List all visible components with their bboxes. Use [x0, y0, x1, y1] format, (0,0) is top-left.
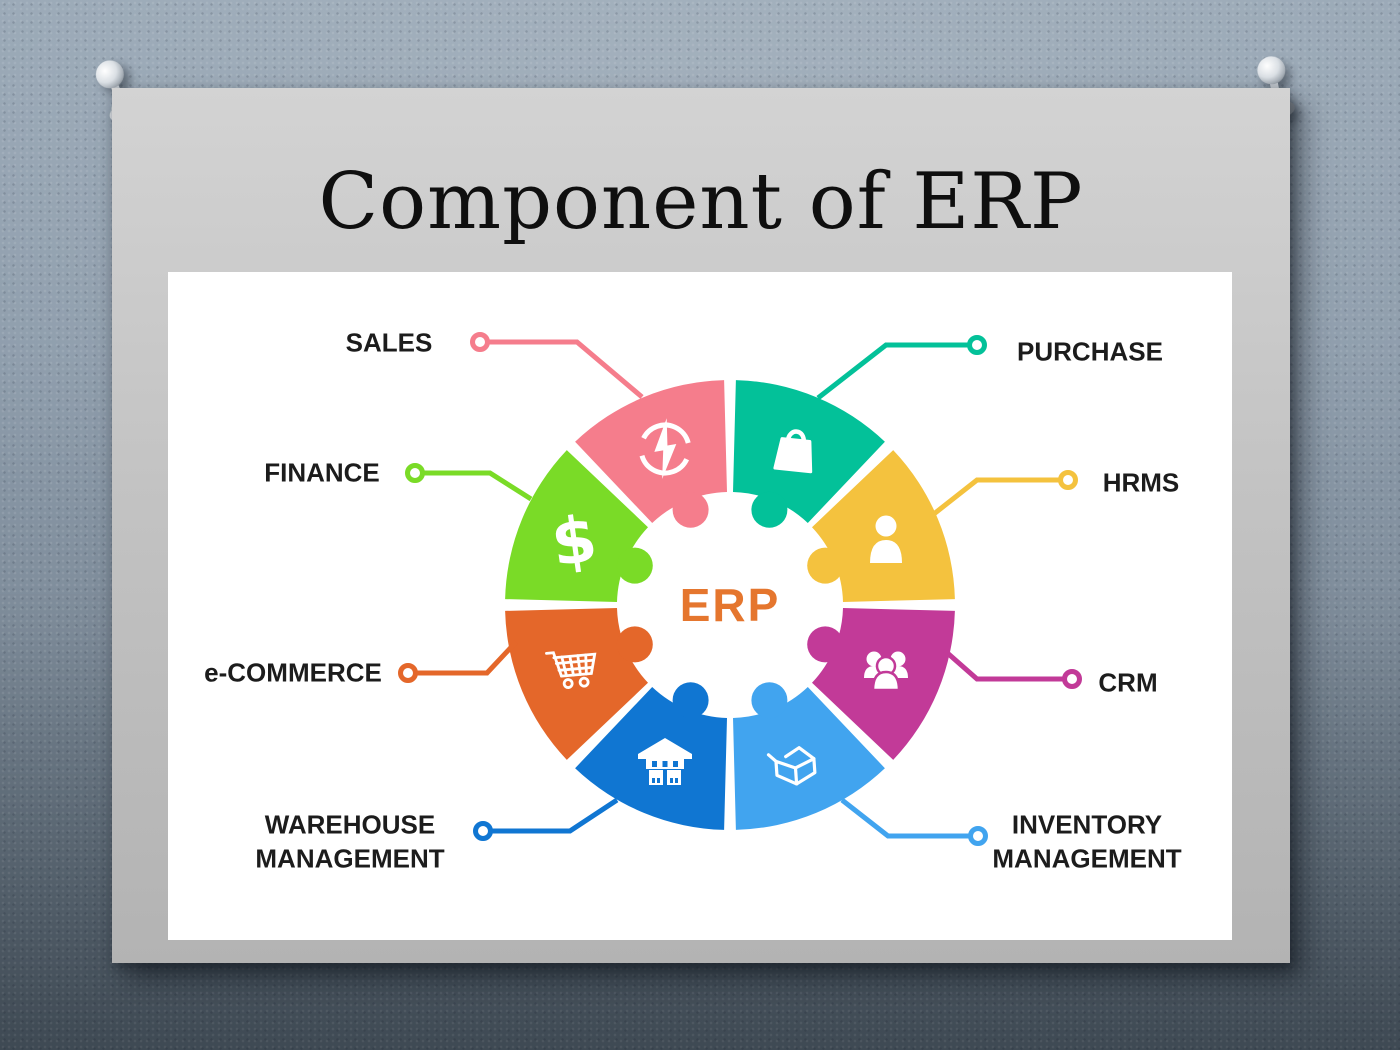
warehouse-icon — [638, 738, 692, 785]
person-icon — [870, 515, 902, 563]
ring-sales — [470, 332, 490, 352]
label-crm: CRM — [1098, 667, 1158, 698]
ring-finance — [405, 463, 425, 483]
ring-crm — [1062, 669, 1082, 689]
slide-title: Component of ERP — [318, 157, 1084, 247]
segment-ecommerce — [505, 608, 648, 760]
erp-puzzle-diagram: $ — [398, 332, 1082, 846]
dollar-icon: $ — [547, 502, 601, 581]
puzzle-ring — [505, 380, 955, 830]
ring-purchase — [967, 335, 987, 355]
flash-sale-icon — [638, 418, 692, 479]
label-ecommerce: e-COMMERCE — [204, 657, 382, 688]
knob-purchase — [751, 491, 788, 528]
knob-warehouse — [672, 682, 709, 719]
segment-finance — [505, 450, 648, 602]
erp-center-label: ERP — [679, 579, 781, 631]
knob-hrms — [807, 547, 844, 584]
ring-warehouse — [473, 821, 493, 841]
connector-rings — [398, 332, 1082, 846]
svg-text:$: $ — [547, 502, 601, 581]
ring-ecommerce — [398, 663, 418, 683]
ring-hrms — [1058, 470, 1078, 490]
segment-sales — [575, 380, 727, 523]
label-hrms: HRMS — [1102, 467, 1180, 498]
label-purchase: PURCHASE — [1017, 336, 1163, 367]
connector-finance — [423, 470, 533, 502]
knob-inventory — [751, 682, 788, 719]
label-sales: SALES — [345, 327, 433, 358]
people-group-icon — [864, 651, 908, 692]
connector-hrms — [928, 477, 1060, 519]
ring-inventory — [968, 826, 988, 846]
shopping-cart-icon — [545, 651, 597, 689]
open-box-icon — [766, 746, 817, 786]
connector-purchase — [816, 342, 969, 400]
shopping-bag-icon — [773, 429, 813, 474]
connector-crm — [942, 648, 1064, 682]
connector-ecommerce — [416, 640, 518, 676]
erp-diagram-panel: $ — [168, 272, 1232, 940]
connector-sales — [488, 339, 644, 399]
segment-inventory — [733, 687, 885, 830]
knob-finance — [616, 547, 653, 584]
knob-ecommerce — [616, 626, 653, 663]
label-inventory-management: INVENTORY MANAGEMENT — [992, 809, 1182, 874]
label-finance: FINANCE — [264, 457, 380, 488]
label-warehouse-management: WAREHOUSE MANAGEMENT — [255, 809, 445, 874]
knob-crm — [807, 626, 844, 663]
connector-inventory — [840, 798, 970, 839]
puzzle-knobs — [616, 491, 844, 719]
knob-sales — [672, 491, 709, 528]
slide-card: Component of ERP — [112, 88, 1290, 963]
connectors — [416, 339, 1064, 839]
connector-warehouse — [491, 797, 619, 834]
